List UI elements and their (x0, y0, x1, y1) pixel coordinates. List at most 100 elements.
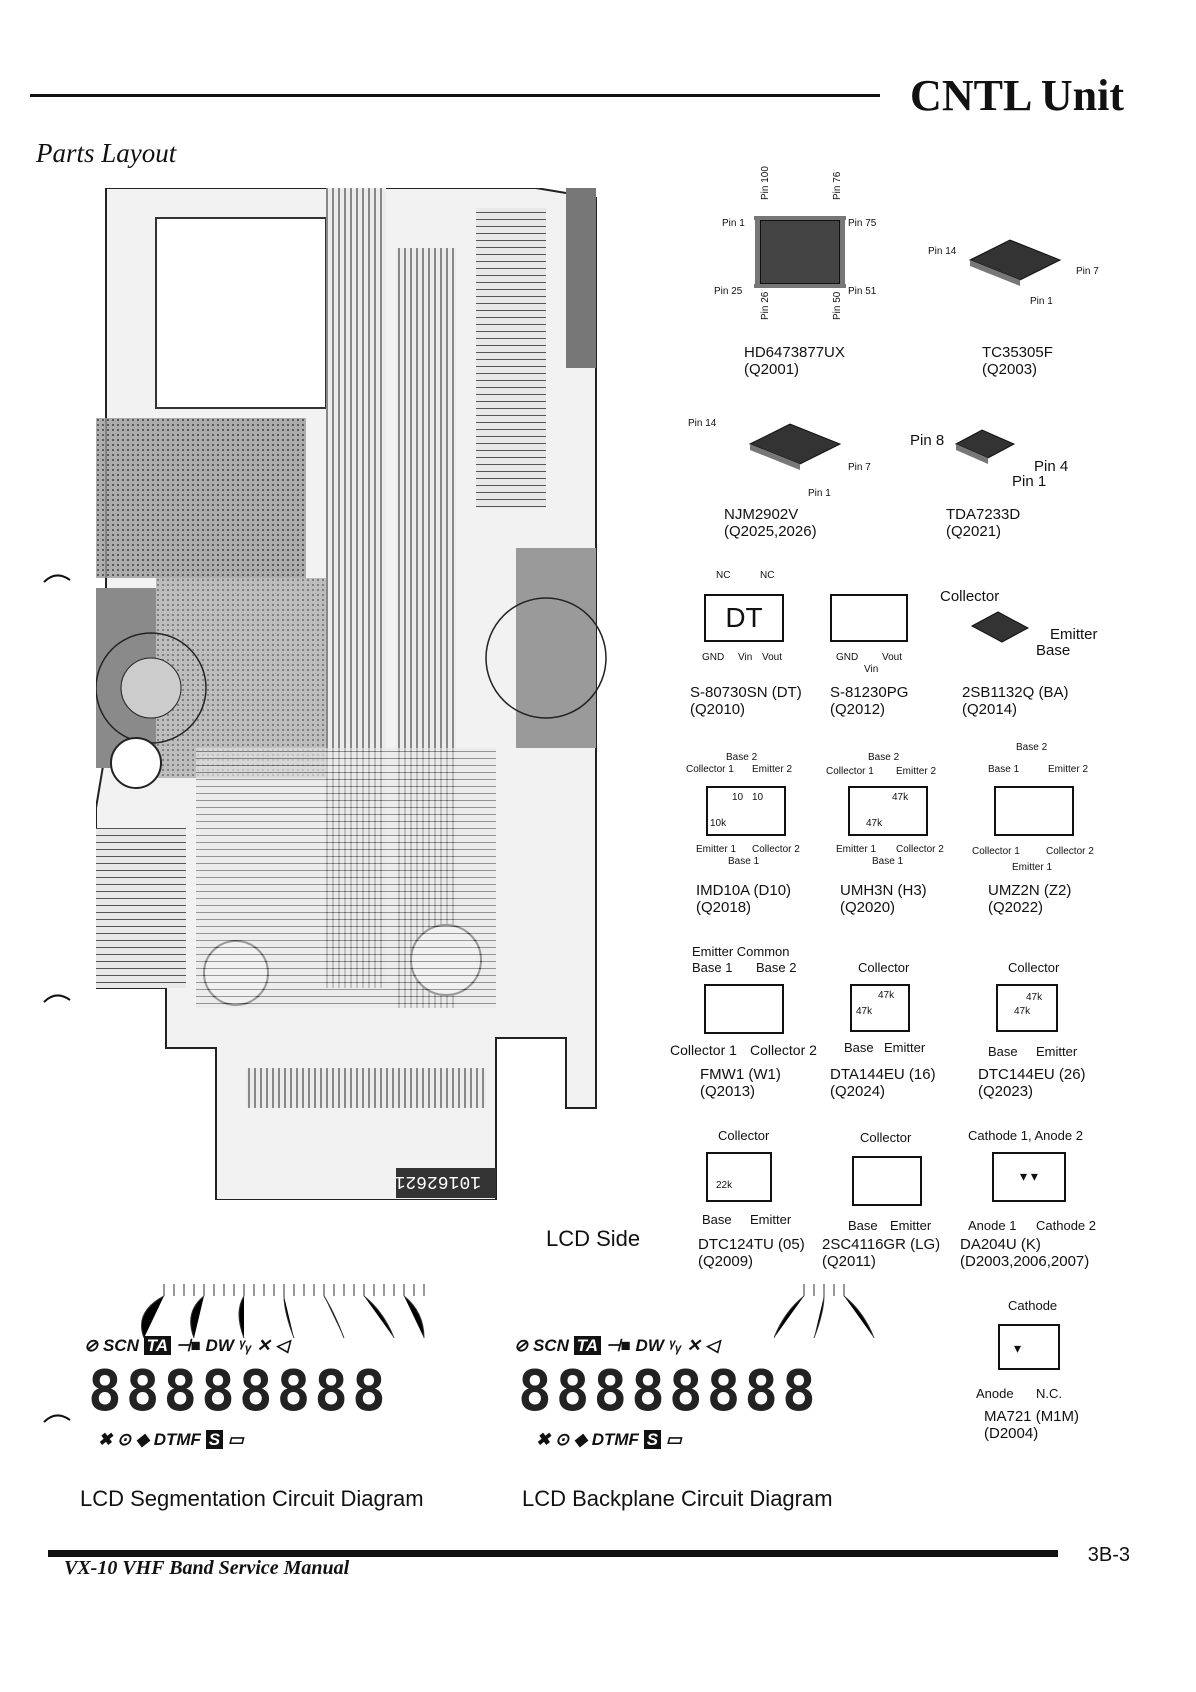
transistor-package: 47k 47k (996, 984, 1058, 1032)
dual-watch-icon-label: DW (205, 1336, 234, 1355)
pin-label: NC (716, 570, 731, 581)
component-ref: (Q2012) (830, 701, 886, 718)
component-name: TDA7233D (946, 506, 1021, 523)
resistor-value: 10 (752, 792, 764, 803)
hd6473877ux-package: Pin 100 Pin 76 Pin 1 Pin 75 Pin 25 Pin 5… (700, 166, 880, 322)
scan-icon-label: SCN (102, 1336, 139, 1355)
pin-label: Collector 2 (750, 1042, 817, 1058)
skip-icon-label: S (205, 1430, 224, 1449)
pin-label: Pin 7 (848, 462, 871, 473)
pin-label: Base 2 (726, 752, 758, 763)
component-name: FMW1 (W1) (700, 1066, 781, 1083)
pin-label: Pin 75 (848, 218, 877, 229)
ta-icon-label: TA (143, 1336, 172, 1355)
pin-label: N.C. (1036, 1386, 1062, 1401)
pin-label: Collector 1 (826, 766, 874, 777)
resistor-value: 47k (878, 990, 895, 1001)
diode-package: ▾ (998, 1324, 1060, 1370)
pin-label: Pin 1 (808, 488, 831, 499)
pin-label: Collector 2 (1046, 846, 1094, 857)
pin-label: Vout (762, 652, 783, 663)
pin-label: Pin 14 (928, 246, 957, 257)
component-name: UMH3N (H3) (840, 882, 927, 899)
lcd-backplane-diagram: ⊘ SCN TA ⊣■ DW ᵞᵧ ✕ ◁ 88888888 ✖ ⊙ ◆ DTM… (514, 1282, 884, 1462)
component-ref: (Q2023) (978, 1083, 1034, 1100)
component-ref: (Q2001) (744, 361, 800, 378)
component-name: 2SB1132Q (BA) (962, 684, 1069, 701)
dual-transistor-package: 47k 47k (848, 786, 928, 836)
pin-label: Emitter 2 (896, 766, 937, 777)
component-name: IMD10A (D10) (696, 882, 792, 899)
pin-label: Base (1036, 642, 1071, 659)
pin-label: Emitter 1 (1012, 862, 1053, 873)
pin-label: Base (988, 1044, 1018, 1059)
component-ref: (Q2021) (946, 523, 1002, 540)
pin-label: GND (702, 652, 725, 663)
pin-label: Collector 2 (752, 844, 800, 855)
sot89-package (830, 594, 908, 642)
component-ref: (Q2011) (822, 1253, 876, 1270)
pin-label: Emitter 1 (696, 844, 737, 855)
lcd-connector-lines (141, 1284, 425, 1339)
pin-label: Pin 1 (722, 218, 745, 229)
pin-label: Cathode (1008, 1298, 1058, 1313)
pin-label: Pin 7 (1076, 266, 1099, 277)
so8-chip-icon (954, 429, 1016, 464)
pin-label: Pin 76 (832, 171, 843, 200)
component-name: TC35305F (982, 344, 1053, 361)
pin-label: Base 1 (872, 856, 904, 867)
manual-title: VX-10 VHF Band Service Manual (64, 1557, 350, 1579)
component-ref: (Q2010) (690, 701, 746, 718)
transistor-package: 22k (706, 1152, 772, 1202)
binding-marks (43, 574, 71, 1423)
pin-label: Collector (718, 1128, 770, 1143)
component-name: S-80730SN (DT) (690, 684, 802, 701)
scan-icon-label: SCN (532, 1336, 569, 1355)
pin-label: Vin (864, 664, 879, 675)
transistor-package: 47k 47k (850, 984, 910, 1032)
resistor-value: 22k (716, 1180, 733, 1191)
pin-label: Pin 8 (910, 432, 945, 449)
pcb-board-drawing: 10162621 (96, 188, 607, 1200)
component-ref: (Q2025,2026) (724, 523, 817, 540)
component-ref: (Q2003) (982, 361, 1038, 378)
pin-label: Base (702, 1212, 732, 1227)
transistor-package-icon (970, 611, 1030, 643)
component-name: HD6473877UX (744, 344, 845, 361)
pin-label: Vin (738, 652, 753, 663)
ta-icon-label: TA (573, 1336, 602, 1355)
pin-label: Pin 4 (1034, 458, 1069, 475)
pin-label: Base 2 (1016, 742, 1048, 753)
section-title: Parts Layout (36, 138, 177, 168)
lcd-bottom-icons: ✖ ⊙ ◆ DTMF S ▭ (98, 1430, 244, 1449)
resistor-value: 10 (732, 792, 744, 803)
pin-label: Pin 25 (714, 286, 743, 297)
pin-label: Anode 1 (968, 1218, 1017, 1233)
footer-rule (48, 1550, 1058, 1557)
pin-label: Emitter Common (692, 944, 790, 959)
package-marking: DT (704, 594, 784, 642)
resistor-value: 47k (1014, 1006, 1031, 1017)
pin-label: Emitter (750, 1212, 792, 1227)
resistor-value: 47k (856, 1006, 873, 1017)
component-ref: (Q2014) (962, 701, 1018, 718)
lcd-backplane-caption: LCD Backplane Circuit Diagram (522, 1486, 833, 1511)
pin-label: Pin 50 (832, 291, 843, 320)
lcd-segmentation-caption: LCD Segmentation Circuit Diagram (80, 1486, 424, 1511)
pin-label: Collector 1 (972, 846, 1020, 857)
pin-label: Emitter 2 (752, 764, 793, 775)
pin-label: Collector (858, 960, 910, 975)
lcd-bottom-icons: ✖ ⊙ ◆ DTMF S ▭ (536, 1430, 682, 1449)
qfp-chip-icon (754, 216, 846, 288)
pin-label: Anode (976, 1386, 1014, 1401)
pin-label: Collector 2 (896, 844, 944, 855)
sop-chip-icon (968, 239, 1062, 286)
lcd-digits: 88888888 (518, 1359, 820, 1424)
pin-label: Cathode 2 (1036, 1218, 1096, 1233)
board-caption: LCD Side (546, 1226, 641, 1251)
component-ref: (Q2020) (840, 899, 896, 916)
pin-label: Emitter 1 (836, 844, 877, 855)
pin-label: Base 1 (988, 764, 1020, 775)
lcd-digits: 88888888 (88, 1359, 390, 1424)
pin-label: Base 2 (756, 960, 797, 975)
